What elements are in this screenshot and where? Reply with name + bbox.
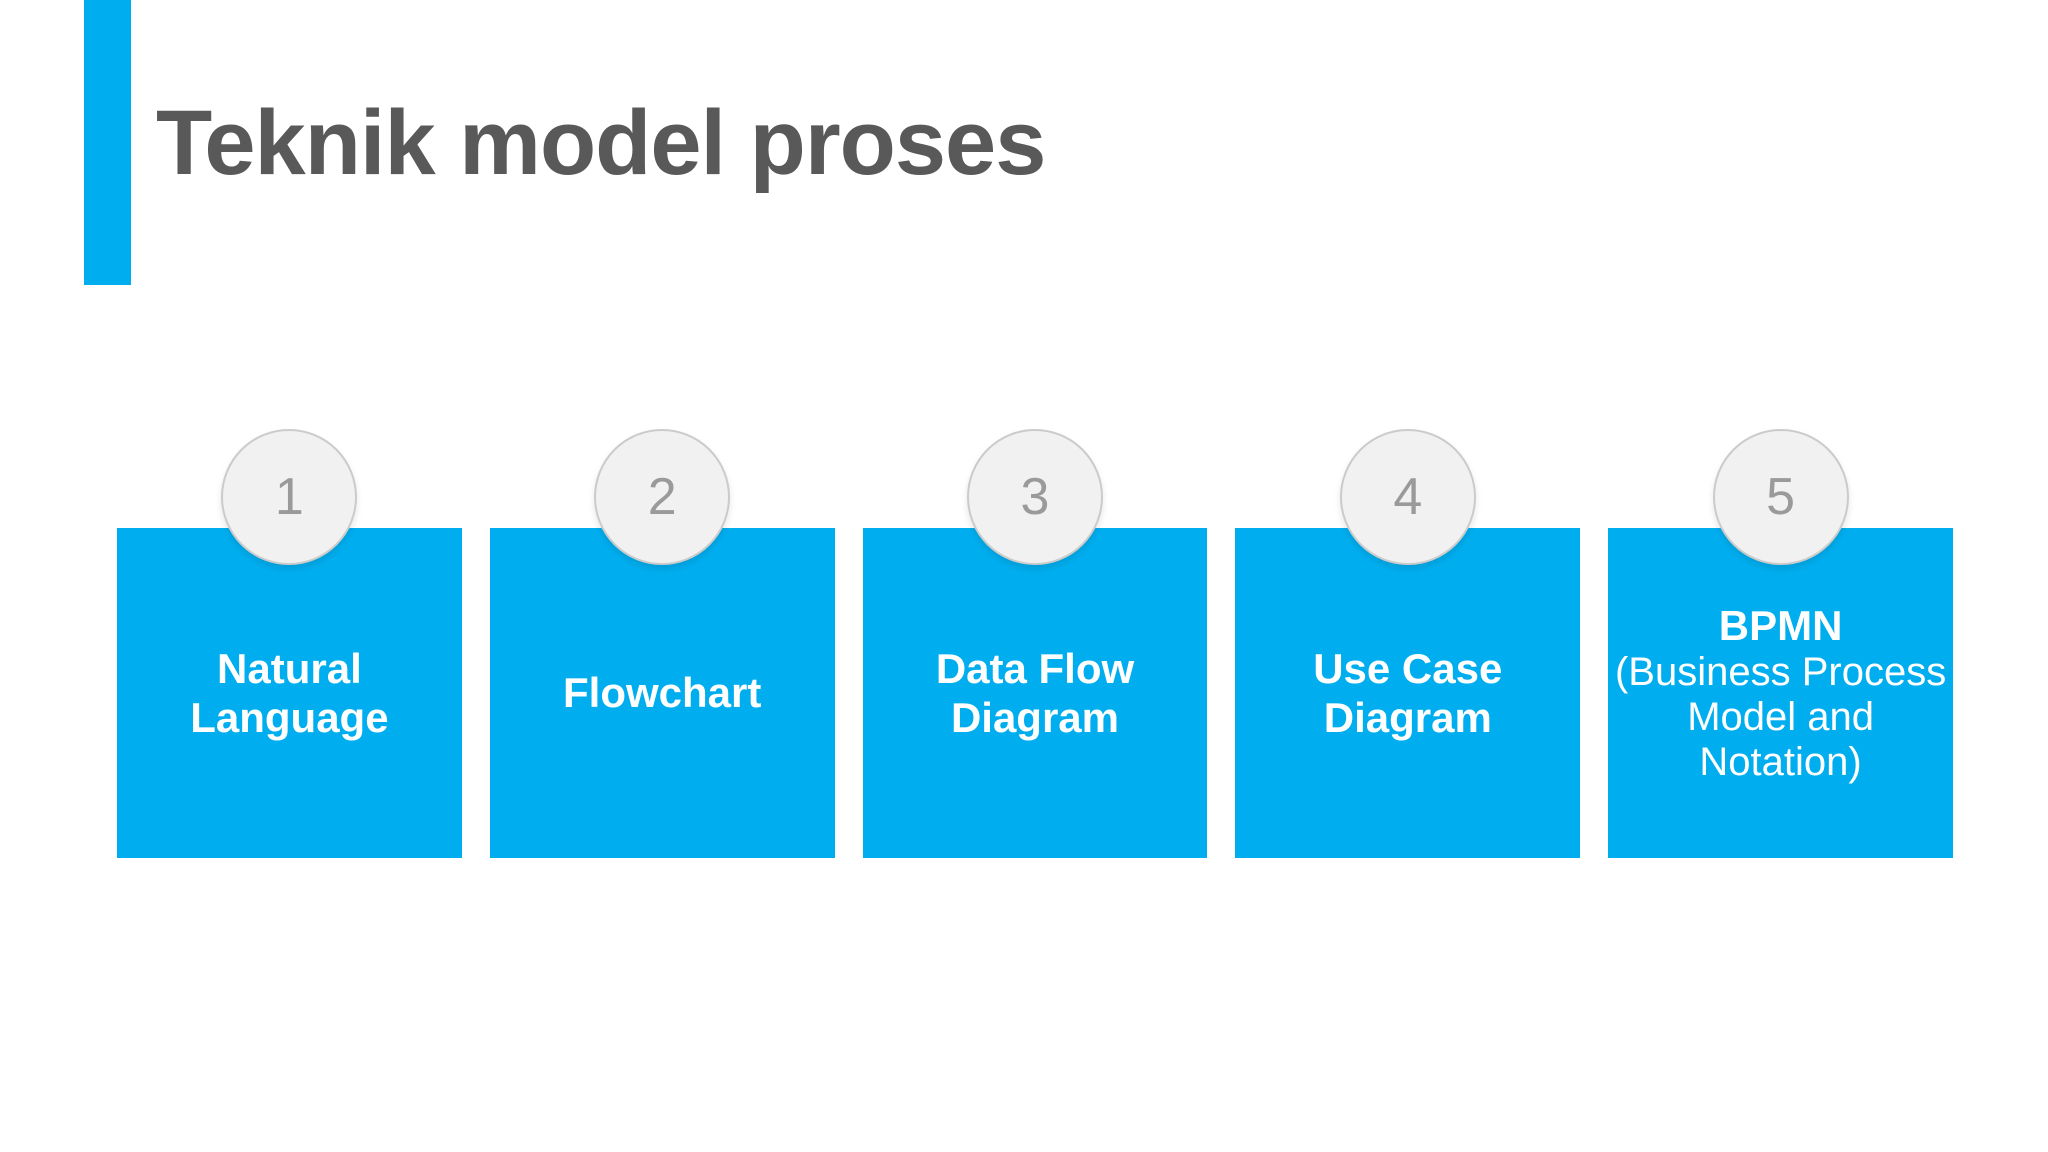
step-card-bpmn: 5 BPMN (Business Process Model and Notat… [1608,429,1953,858]
step-card-data-flow-diagram: 3 Data Flow Diagram [862,429,1208,858]
step-label: Use Case Diagram [1313,644,1503,741]
step-label: Natural Language [190,644,389,741]
step-label: BPMN [1718,601,1843,649]
step-number-badge: 1 [221,429,358,565]
step-number-badge: 2 [594,429,731,565]
step-label: Flowchart [563,669,762,717]
step-card-flowchart: 2 Flowchart [489,429,835,858]
title-accent-bar [84,0,131,285]
step-sublabel: (Business Process Model and Notation) [1614,649,1947,785]
step-number-badge: 4 [1339,429,1476,565]
step-card-natural-language: 1 Natural Language [117,429,462,858]
step-card-use-case-diagram: 4 Use Case Diagram [1235,429,1581,858]
step-label: Data Flow Diagram [935,644,1135,741]
process-steps: 1 Natural Language 2 Flowchart 3 Data Fl… [117,429,1953,858]
step-number-badge: 5 [1712,429,1849,565]
step-number-badge: 3 [966,429,1103,565]
page-title: Teknik model proses [156,92,1046,194]
